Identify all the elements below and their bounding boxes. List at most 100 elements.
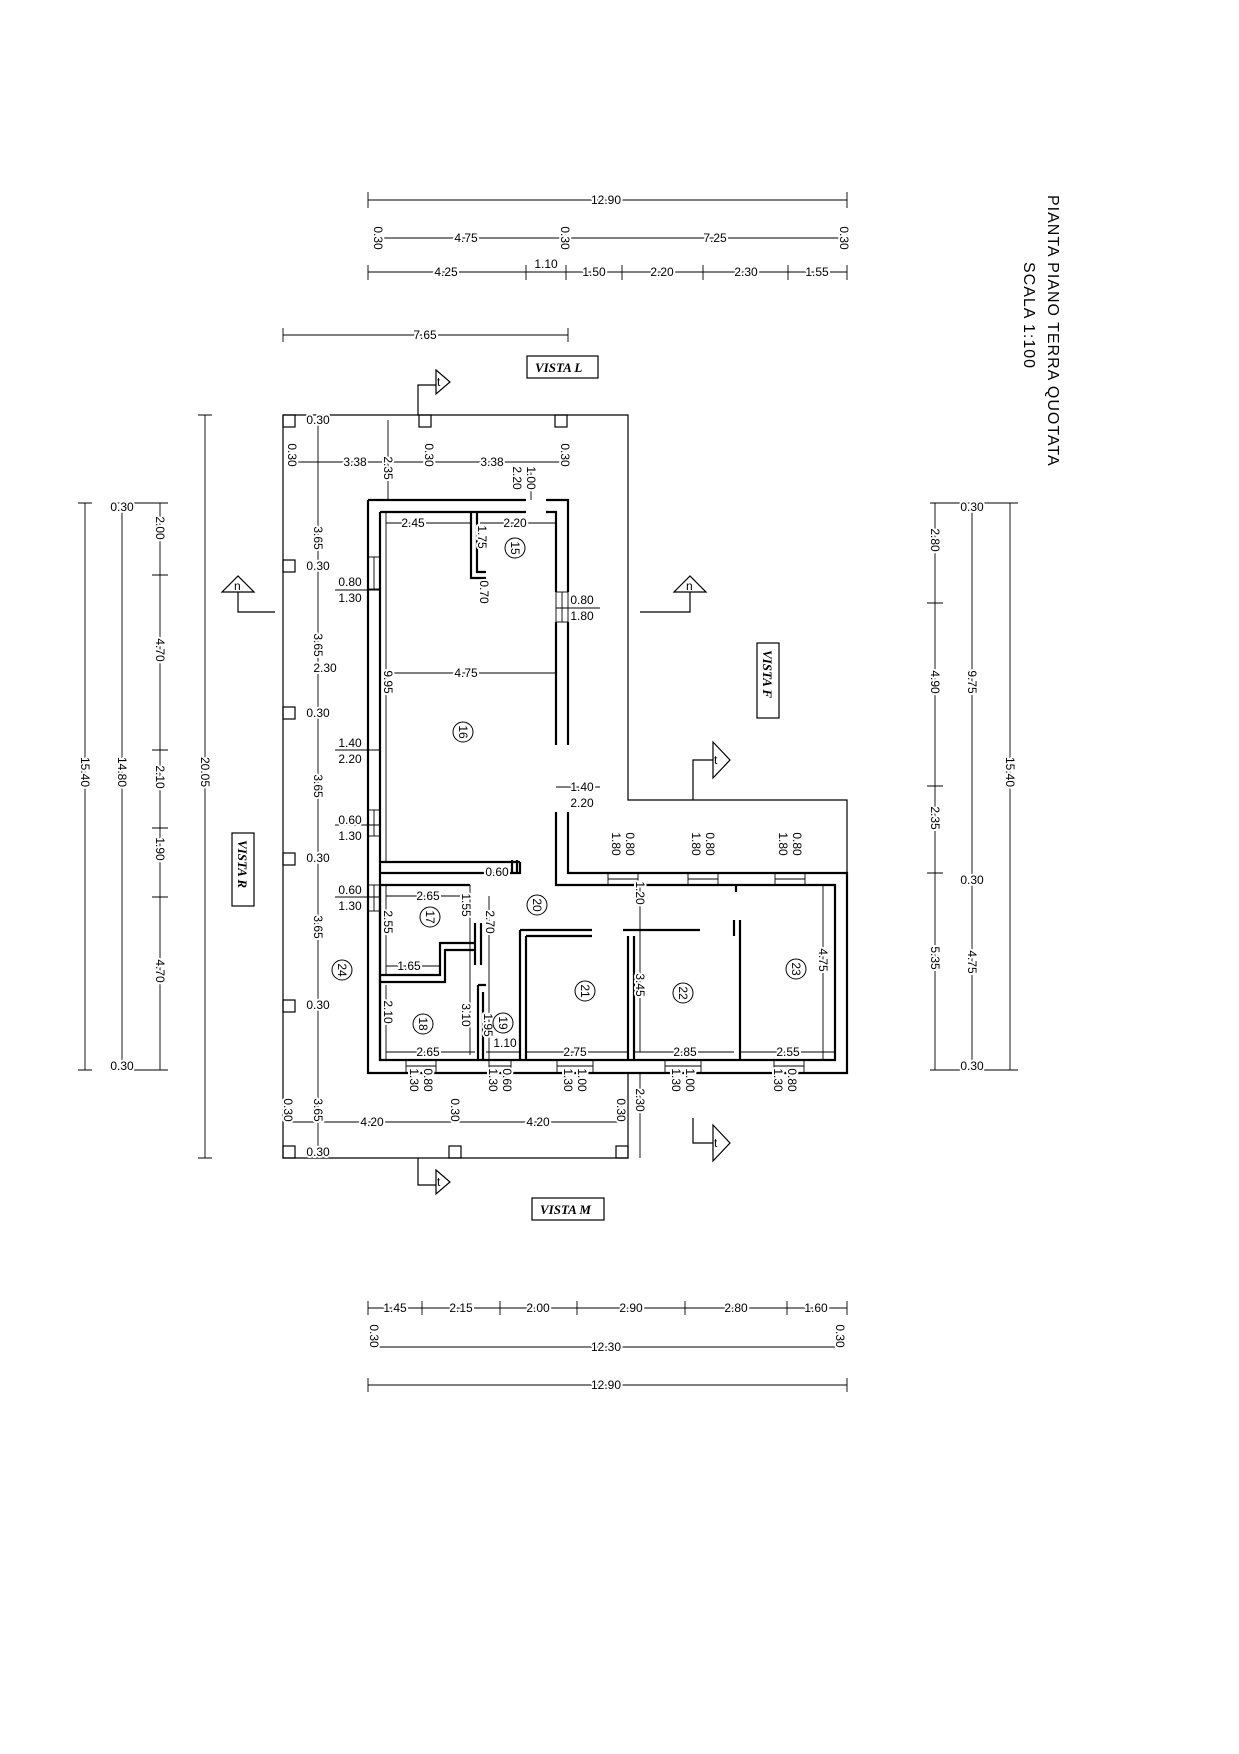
room-tag: 18	[412, 1013, 434, 1035]
dimension-label-bottom: 0.30	[833, 1324, 847, 1348]
dimension-label-windows: 1.30	[486, 1068, 500, 1092]
room-number: 19	[496, 1016, 510, 1030]
dimension-label-interior: 4.75	[816, 948, 830, 972]
dimension-label-windows: 1.40	[338, 736, 362, 750]
room-tag-circle	[574, 980, 596, 1002]
dimension-label-interior: 0.70	[477, 580, 491, 604]
room-tag-circle	[452, 721, 474, 743]
dimension-label-left: 20.05	[198, 757, 212, 787]
room-number: 24	[335, 963, 349, 977]
dimension-label-windows: 1.30	[407, 1068, 421, 1092]
dimension-label-left: 2.10	[153, 765, 167, 789]
dimension-label-windows: 1.30	[561, 1068, 575, 1092]
dimension-label-interior: 2.20	[503, 516, 527, 530]
dimension-label-portico: 0.30	[306, 1145, 330, 1159]
room-tag: 15	[504, 537, 526, 559]
dimension-label-interior: 9.95	[381, 670, 395, 694]
dimension-labels: 12.90 0.30 4.75 0.30 7.25 0.30 4.25 1.10 1.50 2.2…	[76, 191, 1019, 1394]
dimension-label-windows: 0.60	[338, 813, 362, 827]
dimension-label-top: 0.30	[837, 226, 851, 250]
dimension-label-portico: 3.65	[311, 633, 325, 657]
dimension-label-top: 2.20	[650, 265, 674, 279]
dimension-label-windows: 0.60	[500, 1068, 514, 1092]
room-tag-circle	[526, 894, 548, 916]
dimension-label-bottom: 2.90	[619, 1301, 643, 1315]
view-label-r: VISTA R	[235, 840, 250, 888]
view-labels: VISTA L VISTA M VISTA R VISTA F	[231, 355, 780, 1221]
dimension-label-portico: 2.35	[381, 456, 395, 480]
dimension-label-portico: 4.20	[360, 1115, 384, 1129]
dimension-label-right: 15.40	[1003, 757, 1017, 787]
dimension-label-right: 4.75	[965, 950, 979, 974]
section-markers	[220, 368, 731, 1196]
dimension-label-left: 4.70	[153, 959, 167, 983]
dimension-label-portico: 0.30	[306, 706, 330, 720]
room-tag-circle	[419, 906, 441, 928]
dimension-label-bottom: 1.45	[383, 1301, 407, 1315]
dimension-label-right: 9.75	[965, 670, 979, 694]
columns	[282, 414, 629, 1159]
dimension-label-portico: 2.30	[633, 1088, 647, 1112]
title-line-2: SCALA 1:100	[1020, 262, 1037, 369]
dimension-label-interior: 2.70	[483, 910, 497, 934]
section-letter: t	[714, 753, 718, 767]
room-tag: 21	[574, 980, 596, 1002]
dimension-label-top: 7.25	[703, 231, 727, 245]
dimension-label-windows: 0.80	[338, 575, 362, 589]
dimension-label-windows: 0.80	[785, 1068, 799, 1092]
dimension-label-interior: 1.55	[459, 893, 473, 917]
room-tag-circle	[412, 1013, 434, 1035]
dimension-label-interior: 4.75	[454, 666, 478, 680]
room-tag: 17	[419, 906, 441, 928]
dimension-label-right: 0.30	[960, 873, 984, 887]
room-tag-circle	[504, 537, 526, 559]
dimension-label-windows: 0.60	[338, 883, 362, 897]
room-number: 17	[423, 910, 437, 924]
dimension-label-top: 1.10	[534, 257, 558, 271]
dimension-label-portico: 0.30	[306, 998, 330, 1012]
dimension-label-right: 2.35	[928, 806, 942, 830]
dimension-label-top: 4.25	[434, 265, 458, 279]
dimension-label-interior: 3.10	[459, 1003, 473, 1027]
dimension-label-windows: 2.20	[570, 796, 594, 810]
windows	[367, 556, 806, 1074]
view-label-m: VISTA M	[540, 1202, 591, 1217]
dimension-label-left: 1.90	[153, 837, 167, 861]
dimension-label-left: 0.30	[110, 1059, 134, 1073]
room-number: 15	[508, 541, 522, 555]
dimension-label-windows: 1.80	[689, 832, 703, 856]
room-tag: 22	[672, 982, 694, 1004]
section-letter: t	[437, 1175, 441, 1189]
dimension-label-windows: 1.80	[776, 832, 790, 856]
dimension-label-interior: 3.45	[633, 973, 647, 997]
dimension-label-top: 7.65	[413, 328, 437, 342]
dimension-label-portico: 4.20	[526, 1115, 550, 1129]
dimension-label-portico: 3.38	[343, 455, 367, 469]
dimension-label-windows: 0.80	[570, 593, 594, 607]
section-mark-letters: t t n n t t	[234, 375, 718, 1189]
dimension-label-windows: 1.30	[771, 1068, 785, 1092]
dimension-label-top: 0.30	[558, 226, 572, 250]
dimension-label-interior: 0.60	[485, 865, 509, 879]
dimension-label-top: 1.55	[805, 265, 829, 279]
dimension-label-windows: 0.80	[703, 832, 717, 856]
dimension-label-portico: 3.65	[311, 774, 325, 798]
dimension-label-windows: 1.30	[338, 829, 362, 843]
dimension-label-left: 0.30	[110, 500, 134, 514]
room-tag: 20	[526, 894, 548, 916]
dimension-label-portico: 3.65	[311, 1098, 325, 1122]
room-tag-circle	[785, 958, 807, 980]
dimension-label-portico: 2.20	[510, 466, 524, 490]
room-tag-circle	[331, 959, 353, 981]
plan-title: PIANTA PIANO TERRA QUOTATA SCALA 1:100	[1020, 195, 1061, 467]
dimension-label-top: 1.50	[582, 265, 606, 279]
dimension-label-windows: 1.30	[669, 1068, 683, 1092]
dimension-label-portico: 0.30	[306, 851, 330, 865]
dimension-label-bottom: 1.60	[804, 1301, 828, 1315]
dimension-label-portico: 0.30	[281, 1098, 295, 1122]
dimension-label-bottom: 2.80	[724, 1301, 748, 1315]
dimension-label-portico: 0.30	[558, 443, 572, 467]
dimension-label-windows: 1.30	[338, 591, 362, 605]
dimension-label-bottom: 12.90	[591, 1378, 621, 1392]
